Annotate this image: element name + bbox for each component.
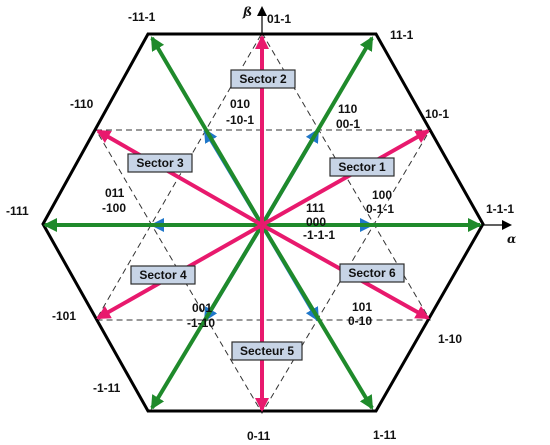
alpha-axis-label: α: [507, 232, 516, 246]
sector-6-box: Sector 6: [339, 263, 405, 283]
label-111: 111: [306, 201, 325, 215]
sector-5-box: Secteur 5: [231, 341, 303, 361]
label-100: 100: [372, 188, 392, 202]
green-vector-bottom-left: [150, 223, 264, 410]
label-110: 110: [338, 102, 358, 116]
label-v-left: -111: [6, 204, 29, 218]
label-top: 01-1: [267, 12, 291, 26]
label-0-1-1: 0-1-1: [366, 202, 394, 216]
hexagon-outline: [41, 32, 485, 413]
svg-text:Sector 1: Sector 1: [338, 160, 386, 174]
svg-text:Sector 4: Sector 4: [139, 268, 187, 282]
label-v-bottom-left: -1-11: [93, 381, 121, 395]
svg-text:Secteur 5: Secteur 5: [240, 344, 294, 358]
green-vector-top-left: [150, 36, 264, 227]
svg-text:Sector 6: Sector 6: [348, 266, 396, 280]
label-v-right: 1-1-1: [486, 202, 514, 216]
sector-4-box: Sector 4: [130, 265, 196, 285]
green-vector-top-right: [260, 36, 374, 227]
sector-1-box: Sector 1: [329, 157, 395, 177]
label-lower-left: -101: [52, 309, 76, 323]
label-upper-left: -110: [70, 97, 94, 111]
label-0-10: 0-10: [348, 314, 372, 328]
label-101: 101: [352, 300, 372, 314]
pink-vector-upper-right: [261, 129, 430, 227]
label-upper-right: 10-1: [425, 107, 449, 121]
green-vector-bottom-right: [260, 223, 374, 410]
label-010: 010: [230, 97, 250, 111]
label-10-1: -10-1: [226, 113, 254, 127]
label-100n: -100: [102, 201, 126, 215]
label-v-top-right: 11-1: [390, 28, 414, 42]
label-00-1: 00-1: [336, 117, 360, 131]
pink-vector-upper-left: [96, 129, 263, 227]
label-v-top-left: -11-1: [128, 10, 156, 24]
sector-3-box: Sector 3: [127, 153, 193, 173]
label-001: 001: [192, 301, 212, 315]
svg-text:Sector 3: Sector 3: [136, 156, 184, 170]
label-1-1-1: -1-1-1: [303, 228, 335, 242]
svg-text:Sector 2: Sector 2: [239, 72, 287, 86]
sector-2-box: Sector 2: [230, 69, 296, 89]
label-011: 011: [105, 186, 125, 200]
beta-axis-label: ß: [242, 5, 252, 19]
label-1-10: -1-10: [187, 316, 215, 330]
label-v-bottom-right: 1-11: [373, 428, 397, 442]
label-lower-right: 1-10: [438, 332, 462, 346]
label-bottom: 0-11: [247, 429, 271, 443]
label-000: 000: [306, 215, 326, 229]
